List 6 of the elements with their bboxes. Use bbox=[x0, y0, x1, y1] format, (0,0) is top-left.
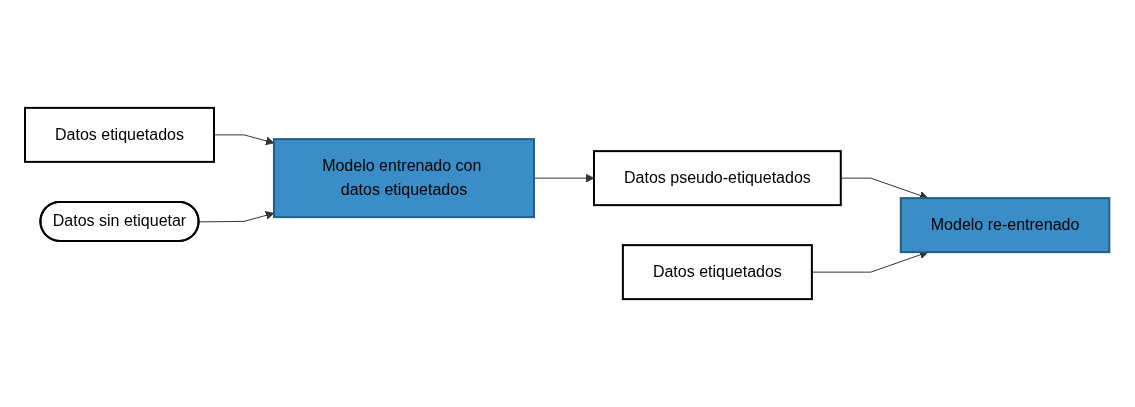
node-box: Datos pseudo-etiquetados bbox=[593, 150, 843, 207]
node-box: Modelo re-entrenado bbox=[900, 197, 1111, 254]
node-box: Datos etiquetados bbox=[24, 106, 216, 163]
node-box: Modelo entrenado con datos etiquetados bbox=[273, 138, 536, 219]
node-box: Datos etiquetados bbox=[622, 244, 814, 301]
arrow bbox=[198, 211, 275, 223]
